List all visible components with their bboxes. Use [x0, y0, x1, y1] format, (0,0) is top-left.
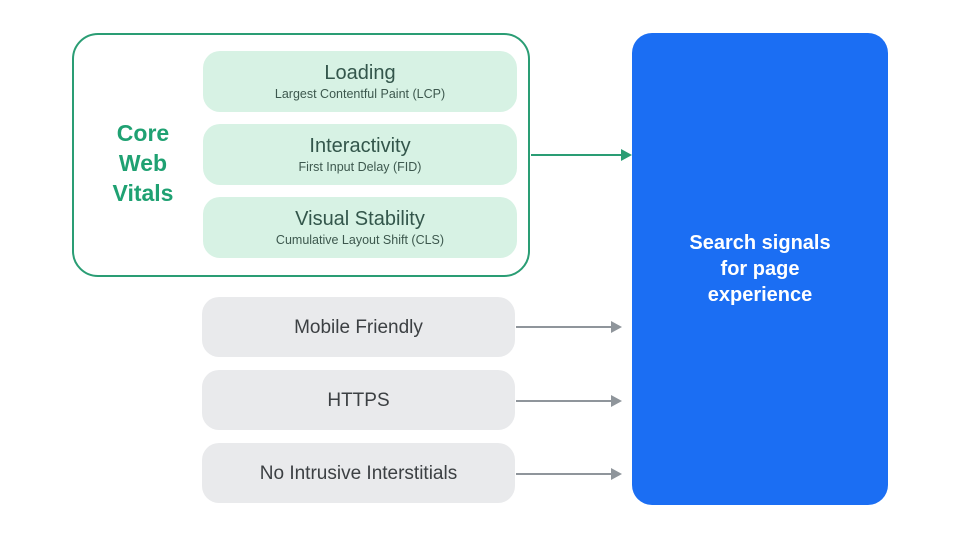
cwv-item-visual-stability: Visual Stability Cumulative Layout Shift… — [203, 197, 517, 258]
cwv-item-visual-stability-title: Visual Stability — [295, 207, 425, 230]
signal-https-label: HTTPS — [327, 389, 390, 411]
cwv-item-loading-subtitle: Largest Contentful Paint (LCP) — [274, 86, 446, 101]
search-signals-target-box: Search signals for page experience — [632, 33, 888, 505]
cwv-item-interactivity-subtitle: First Input Delay (FID) — [298, 159, 422, 174]
cwv-item-interactivity: Interactivity First Input Delay (FID) — [203, 124, 517, 185]
signal-mobile-friendly: Mobile Friendly — [202, 297, 515, 357]
signal-no-intrusive-interstitials: No Intrusive Interstitials — [202, 443, 515, 503]
cwv-item-visual-stability-subtitle: Cumulative Layout Shift (CLS) — [275, 232, 445, 247]
signal-https: HTTPS — [202, 370, 515, 430]
cwv-item-loading-title: Loading — [324, 61, 396, 84]
search-signals-target-label: Search signals for page experience — [689, 232, 831, 306]
signal-no-intrusive-interstitials-label: No Intrusive Interstitials — [259, 462, 458, 484]
cwv-item-loading: Loading Largest Contentful Paint (LCP) — [203, 51, 517, 112]
core-web-vitals-label: Core Web Vitals — [112, 120, 174, 206]
cwv-item-interactivity-title: Interactivity — [309, 134, 411, 157]
signal-mobile-friendly-label: Mobile Friendly — [294, 316, 423, 338]
